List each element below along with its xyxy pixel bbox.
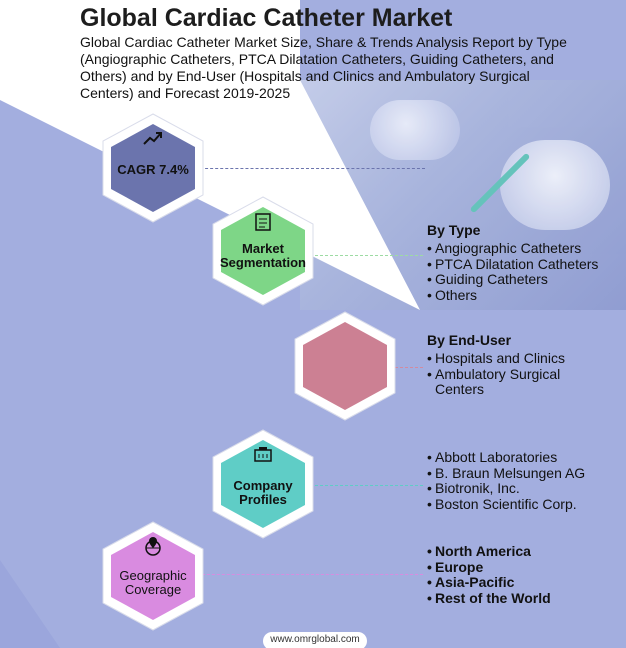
checklist-icon <box>254 213 272 231</box>
connector-line <box>197 574 423 575</box>
list-item: Biotronik, Inc. <box>427 480 585 497</box>
list-item: Centers <box>435 381 485 397</box>
building-icon <box>253 446 273 462</box>
geo-label-line2: Coverage <box>124 582 182 597</box>
list-item: Guiding Catheters <box>427 271 598 288</box>
hexagon-segmentation: Market Segmentation <box>210 195 316 307</box>
page-title: Global Cardiac Catheter Market <box>80 4 453 32</box>
hexagon-fill <box>111 124 195 212</box>
glove-shape <box>500 140 610 230</box>
footer-url[interactable]: www.omrglobal.com <box>263 632 367 648</box>
list-item: Angiographic Catheters <box>427 240 598 257</box>
cagr-label: CAGR 7.4% <box>117 162 189 177</box>
segmentation-label-line2: Segmentation <box>220 255 306 270</box>
list-item: Rest of the World <box>427 590 551 607</box>
growth-chart-icon <box>143 130 163 146</box>
by-end-user-group: By End-User Hospitals and Clinics Ambula… <box>427 332 565 398</box>
segmentation-label-line1: Market <box>242 241 284 256</box>
by-type-group: By Type Angiographic Catheters PTCA Dila… <box>427 222 598 303</box>
hexagon-end-user <box>292 310 398 422</box>
connector-line <box>305 255 423 256</box>
list-item: PTCA Dilatation Catheters <box>427 256 598 273</box>
company-label-line2: Profiles <box>239 492 287 507</box>
list-item: Asia-Pacific <box>427 574 551 591</box>
list-item: Europe <box>427 559 551 576</box>
company-label-line1: Company <box>233 478 293 493</box>
list-item: Boston Scientific Corp. <box>427 496 585 513</box>
list-item: B. Braun Melsungen AG <box>427 465 585 482</box>
hexagon-geo: Geographic Coverage <box>100 520 206 632</box>
connector-line <box>390 367 423 368</box>
connector-line <box>305 485 423 486</box>
list-item: Others <box>427 287 598 304</box>
hexagon-company: Company Profiles <box>210 428 316 540</box>
by-type-heading: By Type <box>427 222 481 238</box>
list-item: Ambulatory Surgical <box>427 366 565 383</box>
connector-line <box>195 168 425 169</box>
hexagon-cagr: CAGR 7.4% <box>100 112 206 224</box>
page-subtitle: Global Cardiac Catheter Market Size, Sha… <box>80 34 567 101</box>
list-item: Abbott Laboratories <box>427 449 585 466</box>
geo-label-line1: Geographic <box>119 568 187 583</box>
regions-group: North America Europe Asia-Pacific Rest o… <box>427 543 551 607</box>
list-item: Hospitals and Clinics <box>427 350 565 367</box>
list-item: North America <box>427 543 551 560</box>
companies-group: Abbott Laboratories B. Braun Melsungen A… <box>427 449 585 513</box>
glove-shape <box>370 100 460 160</box>
globe-pin-icon <box>143 536 163 556</box>
by-end-user-heading: By End-User <box>427 332 512 348</box>
